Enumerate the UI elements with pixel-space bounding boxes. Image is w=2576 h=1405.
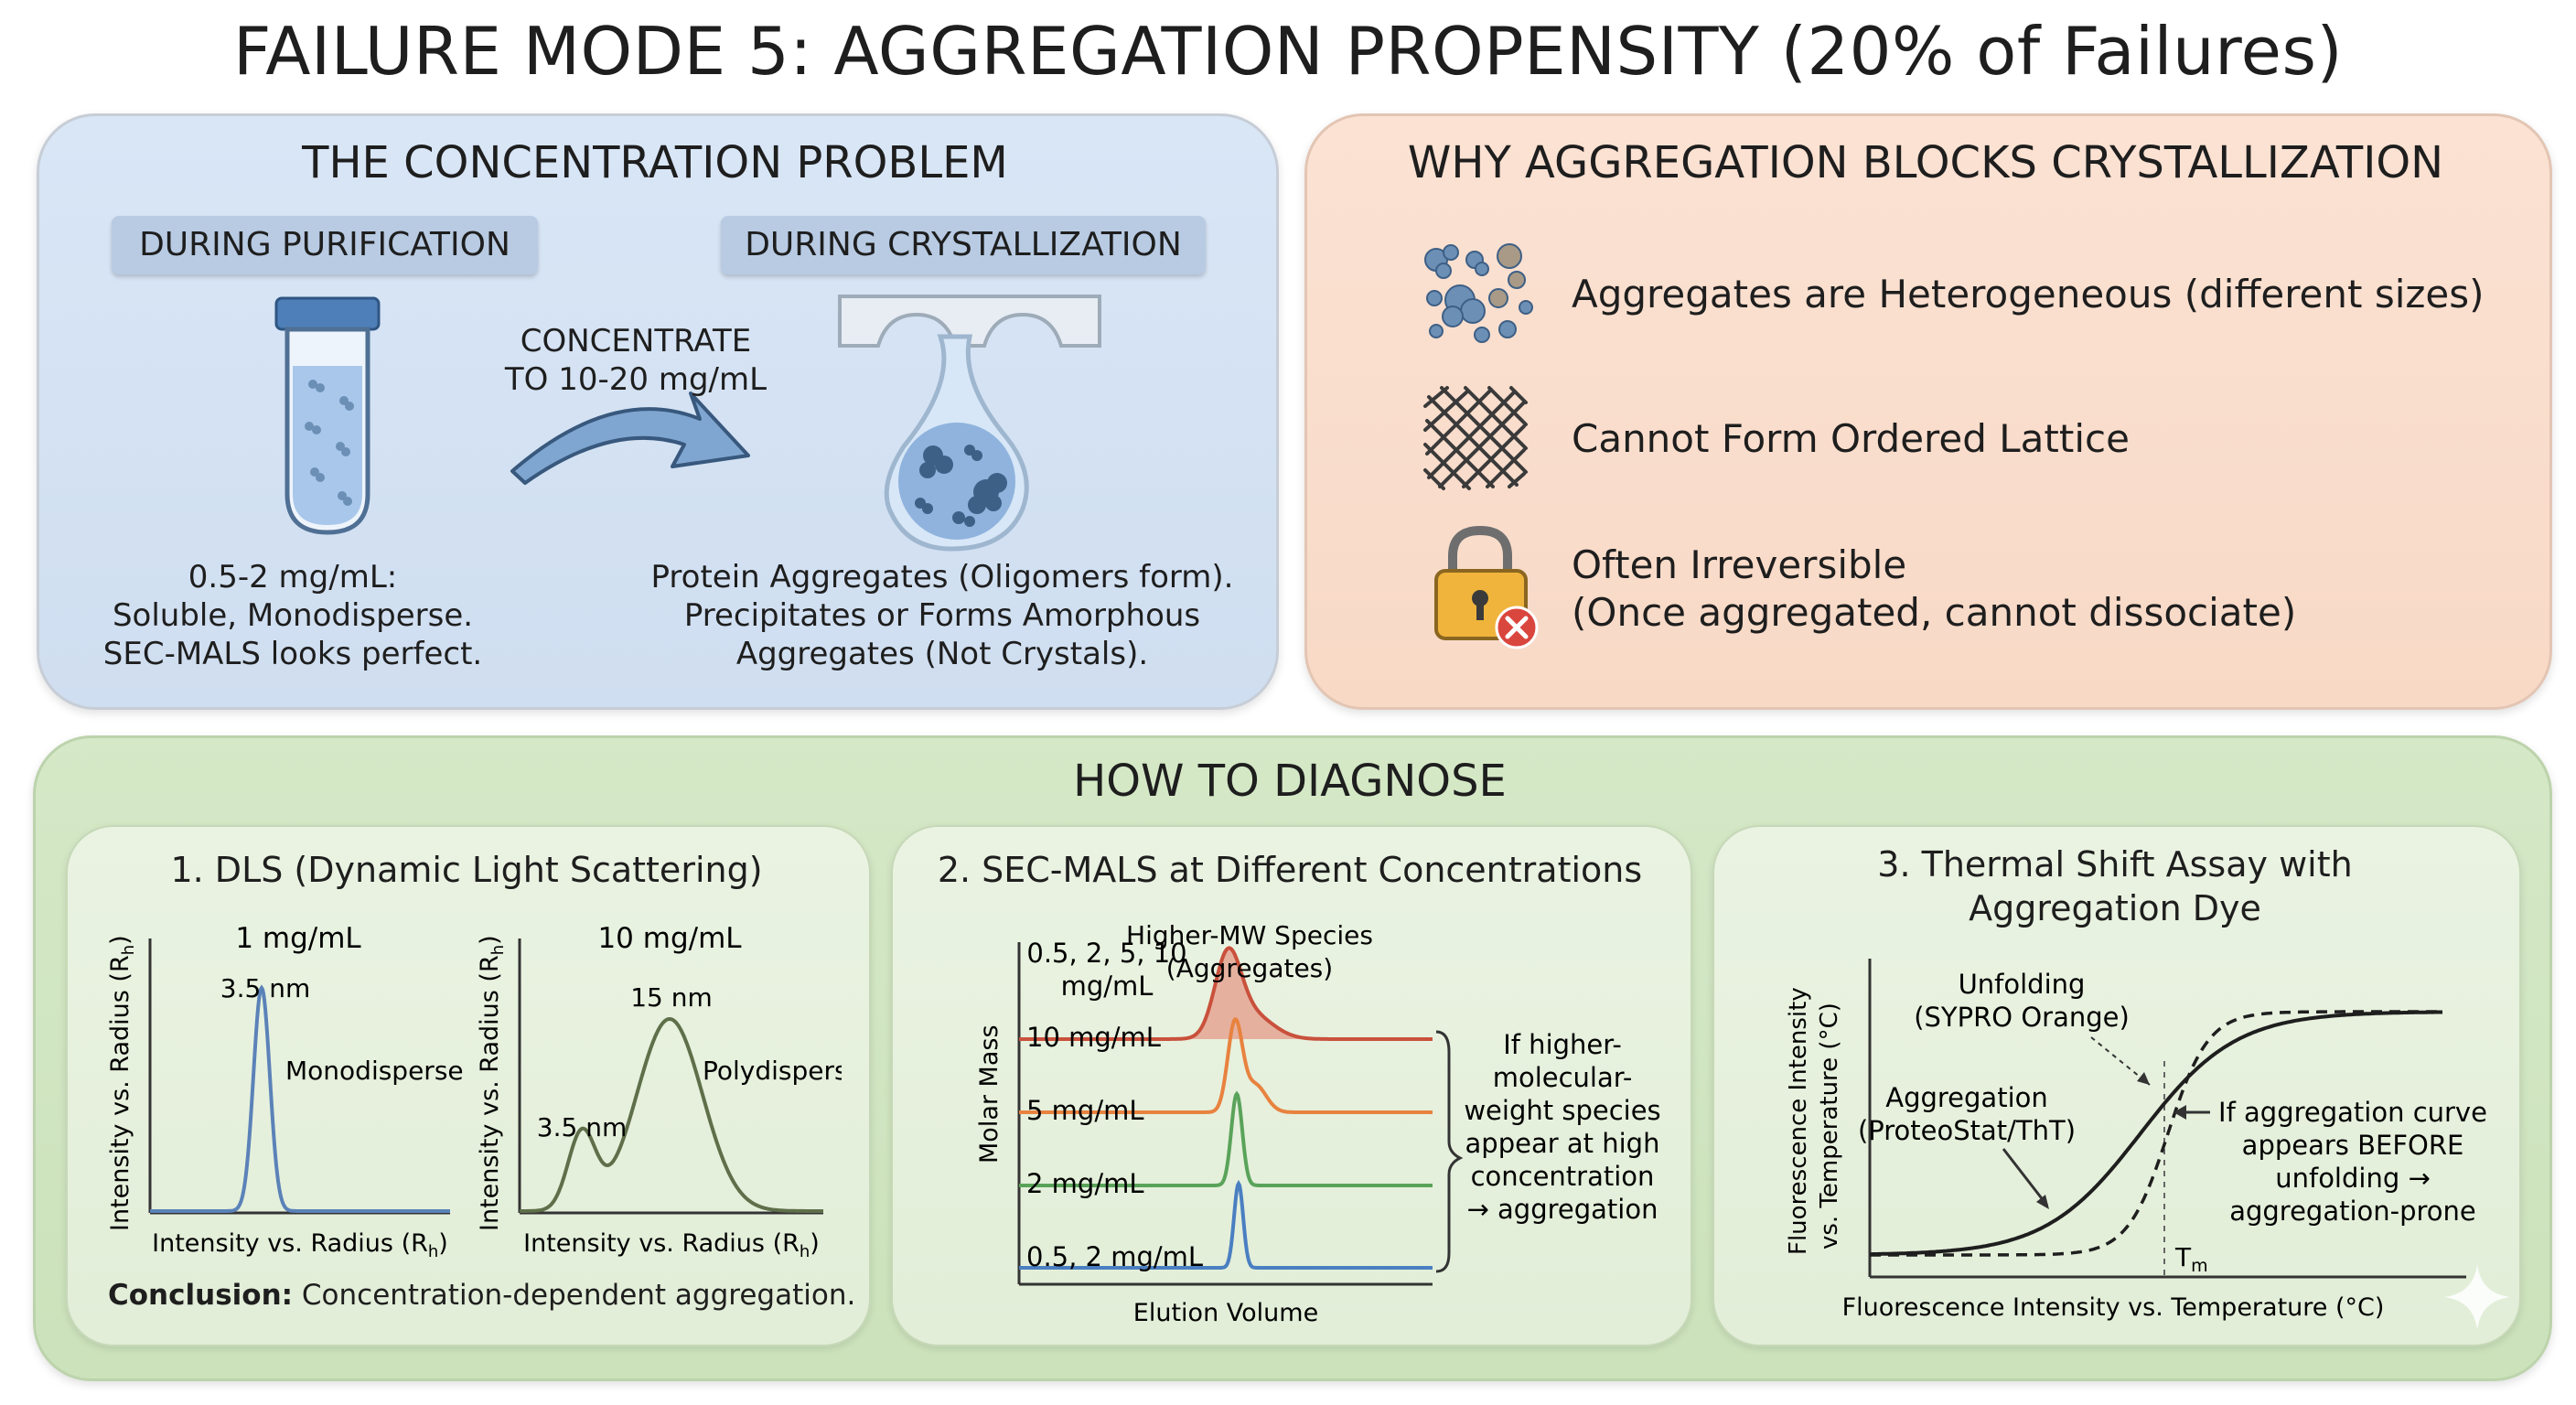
tsa-unfolding-pointer [2090,1036,2151,1086]
dls-left-title: 1 mg/mL [235,922,361,955]
secmals-trace-5 [1019,1017,1433,1114]
secmals-legend-1: 0.5, 2, 5, 10 [1026,938,1186,969]
dls-right-xlabel: Intensity vs. Radius (Rh) [523,1229,820,1261]
reason-irreversible: Often Irreversible [1572,542,1907,587]
tsa-heading-1: 3. Thermal Shift Assay with [1877,844,2353,885]
tsa-card [1712,825,2521,1346]
secmals-trace-label-05: 0.5, 2 mg/mL [1026,1241,1203,1272]
secmals-trace-10-fill [1153,948,1317,1039]
dls-mono-curve [150,984,450,1213]
secmals-trace-label-2: 2 mg/mL [1026,1168,1144,1199]
secmals-note-4: appear at high [1465,1128,1660,1159]
concentrate-arrow-icon [510,391,750,485]
crystallization-caption-2: Precipitates or Forms Amorphous [683,597,1201,634]
secmals-heading: 2. SEC-MALS at Different Concentrations [937,850,1643,890]
secmals-note-5: concentration [1471,1161,1655,1192]
tsa-unfolding-label-2: (SYPRO Orange) [1914,1002,2130,1033]
purification-caption-3: SEC-MALS looks perfect. [102,636,483,672]
secmals-note-2: molecular- [1493,1062,1633,1093]
dls-conclusion-text: Concentration-dependent aggregation. [293,1279,856,1312]
secmals-trace-05 [1019,1179,1433,1270]
secmals-note-1: If higher- [1503,1029,1622,1060]
dls-left-peak-label: 3.5 nm [220,973,310,1003]
dls-poly-curve [520,1016,823,1213]
crystallization-caption-3: Aggregates (Not Crystals). [735,636,1149,672]
tsa-unfolding-curve [1870,1010,2442,1257]
concentrate-label-1: CONCENTRATE [520,323,752,359]
purification-caption-2: Soluble, Monodisperse. [112,597,474,634]
dls-right-peak-small-label: 3.5 nm [537,1112,627,1142]
tsa-plot: Fluorescence Intensity vs. Temperature (… [1785,959,2487,1322]
tsa-aggregation-label-1: Aggregation [1885,1082,2048,1113]
test-tube-icon [274,296,381,535]
tsa-aggregation-label-2: (ProteoStat/ThT) [1858,1115,2076,1146]
secmals-trace-2 [1019,1090,1433,1187]
tsa-note-2: appears BEFORE [2242,1130,2464,1161]
dls-left-ylabel: Intensity vs. Radius (Rh) [106,935,138,1231]
dls-card [66,825,871,1346]
diagnose-heading: HOW TO DIAGNOSE [1073,756,1507,807]
secmals-trace-label-10: 10 mg/mL [1026,1022,1161,1053]
crystallization-tag: DURING CRYSTALLIZATION [721,216,1206,274]
sparkle-icon [2444,1264,2510,1330]
secmals-species-2: (Aggregates) [1166,953,1333,983]
tsa-note-4: aggregation-prone [2229,1196,2476,1227]
concentrate-label-2: TO 10-20 mg/mL [504,361,767,398]
secmals-note-6: → aggregation [1467,1194,1658,1225]
dls-poly-label: Polydisperse [703,1056,842,1086]
dls-left-xlabel: Intensity vs. Radius (Rh) [152,1229,448,1261]
secmals-species-1: Higher-MW Species [1126,924,1373,950]
dls-conclusion-label: Conclusion: [108,1279,294,1312]
tsa-unfolding-label-1: Unfolding [1959,969,2086,1000]
tsa-aggregation-pointer [2002,1148,2049,1207]
secmals-xlabel: Elution Volume [1133,1299,1318,1326]
secmals-legend-2: mg/mL [1061,971,1154,1002]
tsa-aggregation-pointer-head [2036,1195,2049,1209]
padlock-icon [1434,525,1539,649]
disordered-lattice-icon [1423,386,1528,490]
reason-lattice: Cannot Form Ordered Lattice [1572,416,2130,461]
tsa-ylabel-1: Fluorescence Intensity [1785,987,1812,1255]
dls-heading: 1. DLS (Dynamic Light Scattering) [170,850,763,890]
purification-caption-1: 0.5-2 mg/mL: [188,559,398,595]
secmals-ylabel: Molar Mass [975,1024,1004,1164]
crystallization-drop-icon [838,295,1101,552]
secmals-bracket [1435,1030,1464,1273]
reason-irreversible-detail: (Once aggregated, cannot dissociate) [1572,590,2297,635]
dls-right-ylabel: Intensity vs. Radius (Rh) [476,935,508,1231]
secmals-trace-label-5: 5 mg/mL [1026,1095,1144,1126]
tsa-aggregation-curve [1870,1010,2442,1257]
crystallization-caption-1: Protein Aggregates (Oligomers form). [650,559,1234,595]
secmals-trace-10 [1019,946,1433,1041]
reason-heterogeneous: Aggregates are Heterogeneous (different … [1572,272,2485,316]
tsa-heading-2: Aggregation Dye [1969,888,2261,928]
tsa-note-3: unfolding → [2275,1163,2431,1194]
dls-right-title: 10 mg/mL [597,922,742,955]
dls-conclusion: Conclusion: Concentration-dependent aggr… [108,1279,855,1312]
page-title: FAILURE MODE 5: AGGREGATION PROPENSITY (… [232,13,2344,90]
dls-right-peak-big-label: 15 nm [630,982,713,1013]
tsa-xlabel: Fluorescence Intensity vs. Temperature (… [1842,1293,2385,1322]
secmals-card [891,825,1692,1346]
tsa-tm-label: Tm [2174,1242,2208,1276]
tsa-unfolding-pointer-head [2137,1072,2150,1085]
concentration-heading: THE CONCENTRATION PROBLEM [302,137,1008,188]
purification-tag: DURING PURIFICATION [112,216,538,274]
secmals-note-3: weight species [1464,1095,1660,1126]
aggregate-cluster-icon [1424,243,1533,343]
dls-plots: Intensity vs. Radius (Rh) Intensity vs. … [106,922,842,1261]
tsa-ylabel-2: vs. Temperature (°C) [1816,1003,1843,1249]
why-heading: WHY AGGREGATION BLOCKS CRYSTALLIZATION [1407,137,2444,188]
tsa-note-1: If aggregation curve [2218,1097,2487,1128]
secmals-plot: Molar Mass Elution Volume 0.5, 2, 5, 10 … [975,924,1661,1326]
dls-mono-label: Monodisperse [285,1056,464,1086]
tsa-note-pointer-head [2174,1105,2186,1120]
